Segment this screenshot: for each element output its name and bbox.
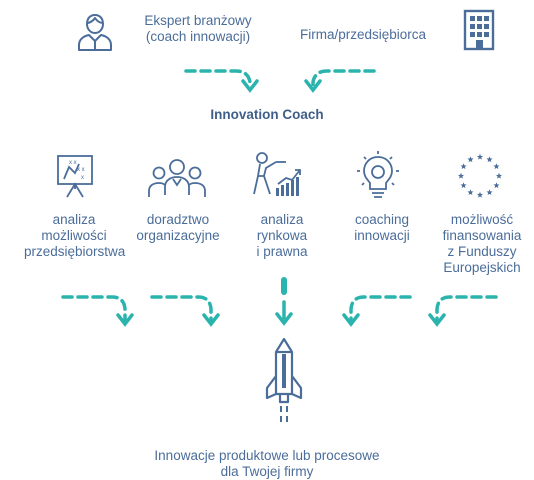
service-4-line1: coaching — [354, 212, 410, 227]
expert-line1: Ekspert branżowy — [144, 13, 252, 28]
service-4-label: coaching innowacji — [334, 212, 430, 244]
eu-star — [457, 172, 465, 179]
eu-star — [493, 163, 500, 170]
svg-text:x x: x x — [69, 160, 77, 166]
eu-star — [495, 172, 503, 179]
eu-star — [486, 189, 493, 196]
arrow-service5 — [435, 295, 498, 322]
arrow-service1 — [61, 295, 127, 322]
building-icon — [463, 9, 495, 51]
arrow-service2 — [150, 295, 213, 322]
service-1-line2: możliwości — [41, 228, 107, 243]
svg-text:x: x — [81, 175, 84, 181]
lightbulb-gear-icon — [357, 151, 399, 198]
result-line2: dla Twojej firmy — [220, 464, 314, 479]
result-label: Innowacje produktowe lub procesowe dla T… — [120, 448, 414, 480]
service-3-line1: analiza — [260, 212, 304, 227]
eu-star — [460, 163, 467, 170]
rocket-icon — [265, 337, 303, 422]
service-1-label: analiza możliwości przedsiębiorstwa — [24, 212, 126, 260]
expert-line2: (coach innowacji) — [145, 29, 251, 44]
service-3-label: analiza rynkowa i prawna — [234, 212, 330, 260]
growth-chart-icon — [253, 152, 301, 196]
eu-star — [486, 156, 493, 163]
eu-star — [493, 182, 500, 189]
service-1-line1: analiza — [52, 212, 96, 227]
arrow-expert-to-coach — [184, 69, 252, 88]
service-2-line2: organizacyjne — [136, 228, 220, 243]
service-5-line3: z Funduszy — [447, 244, 517, 259]
person-icon — [78, 14, 112, 51]
strategy-board-icon: x xx x x — [57, 155, 93, 198]
company-label: Firma/przedsiębiorca — [300, 27, 427, 42]
service-5-label: możliwość finansowania z Funduszy Europe… — [432, 212, 532, 276]
arrow-service4 — [349, 295, 412, 322]
coach-title: Innovation Coach — [210, 107, 324, 122]
service-3-line3: i prawna — [256, 244, 308, 259]
eu-star — [476, 153, 484, 160]
service-4-line2: innowacji — [354, 228, 410, 243]
service-5-line2: finansowania — [442, 228, 522, 243]
team-icon — [148, 159, 206, 197]
service-1-line3: przedsiębiorstwa — [24, 244, 126, 259]
service-2-label: doradztwo organizacyjne — [124, 212, 232, 244]
eu-star — [476, 191, 484, 198]
service-5-line4: Europejskich — [443, 260, 521, 275]
service-2-line1: doradztwo — [146, 212, 210, 227]
eu-star — [467, 189, 474, 196]
eu-stars-icon — [457, 153, 503, 198]
expert-label: Ekspert branżowy (coach innowacji) — [128, 13, 268, 45]
service-3-line2: rynkowa — [256, 228, 308, 243]
svg-text:x x: x x — [77, 167, 85, 173]
arrow-company-to-coach — [311, 69, 376, 88]
service-5-line1: możliwość — [450, 212, 514, 227]
eu-star — [460, 182, 467, 189]
eu-star — [467, 156, 474, 163]
result-line1: Innowacje produktowe lub procesowe — [154, 448, 380, 463]
